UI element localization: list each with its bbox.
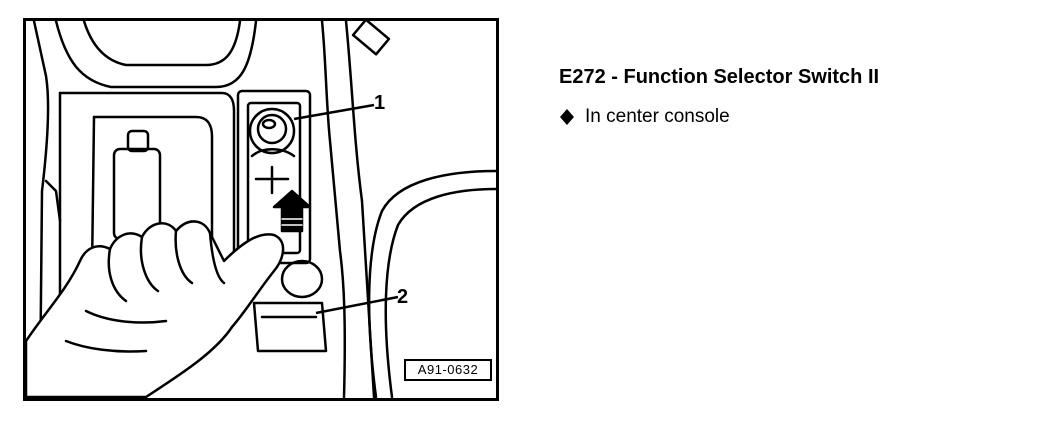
center-console-illustration [26, 21, 496, 398]
component-title: E272 - Function Selector Switch II [559, 66, 880, 88]
bullet-item: In center console [559, 106, 1029, 128]
callout-label-2: 2 [397, 286, 409, 308]
diamond-bullet-icon [560, 109, 574, 125]
callout-label-1: 1 [374, 92, 386, 114]
caption-block: E272 - Function Selector Switch II In ce… [559, 66, 1029, 128]
bullet-text: In center console [585, 106, 730, 127]
figure-panel: 1 2 A91-0632 [23, 18, 499, 401]
reference-code-box: A91-0632 [404, 359, 492, 381]
